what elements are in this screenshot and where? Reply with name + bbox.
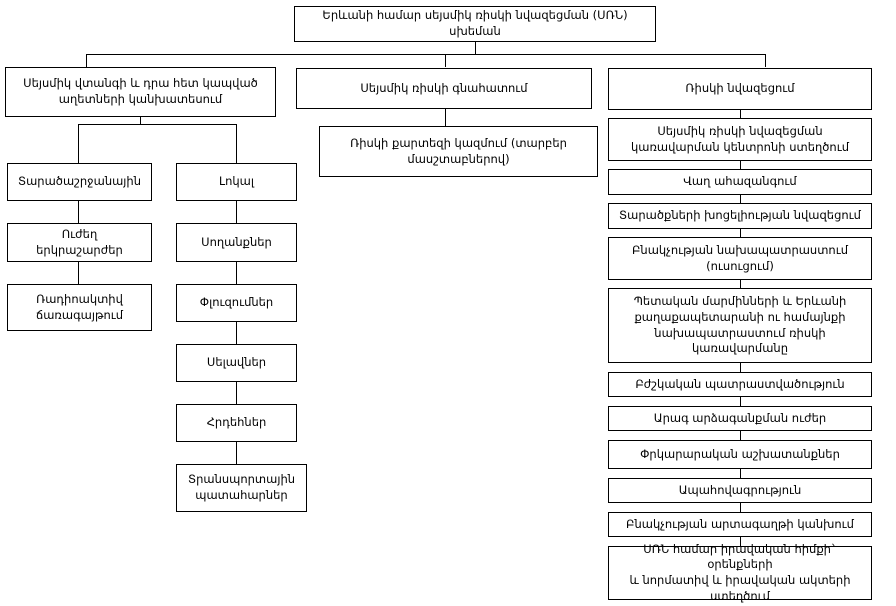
node-strong-earthquakes[interactable]: Ուժեղ երկրաշարժեր bbox=[7, 223, 152, 262]
node-state-bodies-preparation[interactable]: Պետական մարմինների և Երևանի քաղաքապետարա… bbox=[608, 288, 872, 363]
node-fires[interactable]: Հրդեհներ bbox=[176, 404, 297, 442]
connector-drop-right-branch bbox=[765, 54, 766, 67]
node-medical-readiness[interactable]: Բժշկական պատրաստվածություն bbox=[608, 372, 872, 397]
branch-middle-box[interactable]: Սեյսմիկ ռիսկի գնահատում bbox=[296, 68, 592, 109]
branch-left-box[interactable]: Սեյսմիկ վտանգի և դրա հետ կապված աղետների… bbox=[5, 67, 276, 117]
connector-drop-middle-branch bbox=[445, 54, 446, 67]
node-risk-management-center[interactable]: Սեյսմիկ ռիսկի նվազեցման կառավարման կենտր… bbox=[608, 118, 872, 161]
connector-root-down bbox=[475, 40, 476, 55]
connector-r6-r7 bbox=[740, 397, 741, 406]
node-prevent-emigration[interactable]: Բնակչության արտագաղթի կանխում bbox=[608, 512, 872, 537]
node-risk-map[interactable]: Ռիսկի քարտեզի կազմում (տարբեր մասշտաբներ… bbox=[319, 126, 598, 177]
node-rapid-response[interactable]: Արագ արձագանքման ուժեր bbox=[608, 406, 872, 431]
node-legal-framework[interactable]: ՍՌՆ համար իրավական հիմքի` օրենքների և նո… bbox=[608, 542, 872, 603]
node-transport-accidents[interactable]: Տրանսպորտային պատահարներ bbox=[176, 464, 307, 512]
connector-left-col-b-down bbox=[236, 124, 237, 163]
connector-strong-to-radio bbox=[78, 261, 79, 284]
node-insurance[interactable]: Ապահովագրություն bbox=[608, 478, 872, 503]
connector-middle-to-riskmap bbox=[445, 108, 446, 126]
connector-left-split-bar bbox=[78, 124, 236, 125]
node-population-preparation[interactable]: Բնակչության նախապատրաստում (ուսուցում) bbox=[608, 237, 872, 280]
connector-regional-to-strong bbox=[78, 200, 79, 223]
connector-r9-r10 bbox=[740, 503, 741, 512]
connector-left-col-a-down bbox=[78, 124, 79, 163]
connector-r3-r4 bbox=[740, 229, 741, 237]
connector-floods-to-flash bbox=[236, 321, 237, 344]
connector-r10-r11 bbox=[740, 537, 741, 546]
root-title-box[interactable]: Երևանի համար սեյսմիկ ռիսկի նվազեցման (ՍՌ… bbox=[294, 6, 656, 42]
connector-main-bar bbox=[86, 54, 766, 55]
node-rescue-works[interactable]: Փրկարարական աշխատանքներ bbox=[608, 440, 872, 469]
node-flash-floods[interactable]: Սելավներ bbox=[176, 344, 297, 382]
connector-r0-r1 bbox=[740, 110, 741, 118]
connector-flash-to-fires bbox=[236, 381, 237, 404]
connector-r2-r3 bbox=[740, 195, 741, 203]
node-radioactive-radiation[interactable]: Ռադիոակտիվ ճառագայթում bbox=[7, 284, 152, 331]
connector-fires-to-transport bbox=[236, 441, 237, 464]
node-regional[interactable]: Տարածաշրջանային bbox=[7, 163, 152, 201]
connector-r7-r8 bbox=[740, 431, 741, 440]
connector-landslides-to-floods bbox=[236, 261, 237, 284]
node-early-warning[interactable]: Վաղ ահազանգում bbox=[608, 169, 872, 195]
connector-drop-left-branch bbox=[86, 54, 87, 67]
connector-r4-r5 bbox=[740, 280, 741, 288]
node-landslides[interactable]: Սողանքներ bbox=[176, 223, 297, 262]
node-local[interactable]: Լոկալ bbox=[176, 163, 297, 201]
connector-r8-r9 bbox=[740, 469, 741, 478]
node-vulnerability-reduction[interactable]: Տարածքների խոցելիության նվազեցում bbox=[608, 203, 872, 229]
node-floods[interactable]: Փլուզումներ bbox=[176, 284, 297, 322]
connector-r5-r6 bbox=[740, 363, 741, 372]
connector-local-to-landslides bbox=[236, 200, 237, 223]
connector-left-branch-down bbox=[140, 116, 141, 125]
connector-r1-r2 bbox=[740, 161, 741, 169]
branch-right-box[interactable]: Ռիսկի նվազեցում bbox=[608, 68, 872, 110]
